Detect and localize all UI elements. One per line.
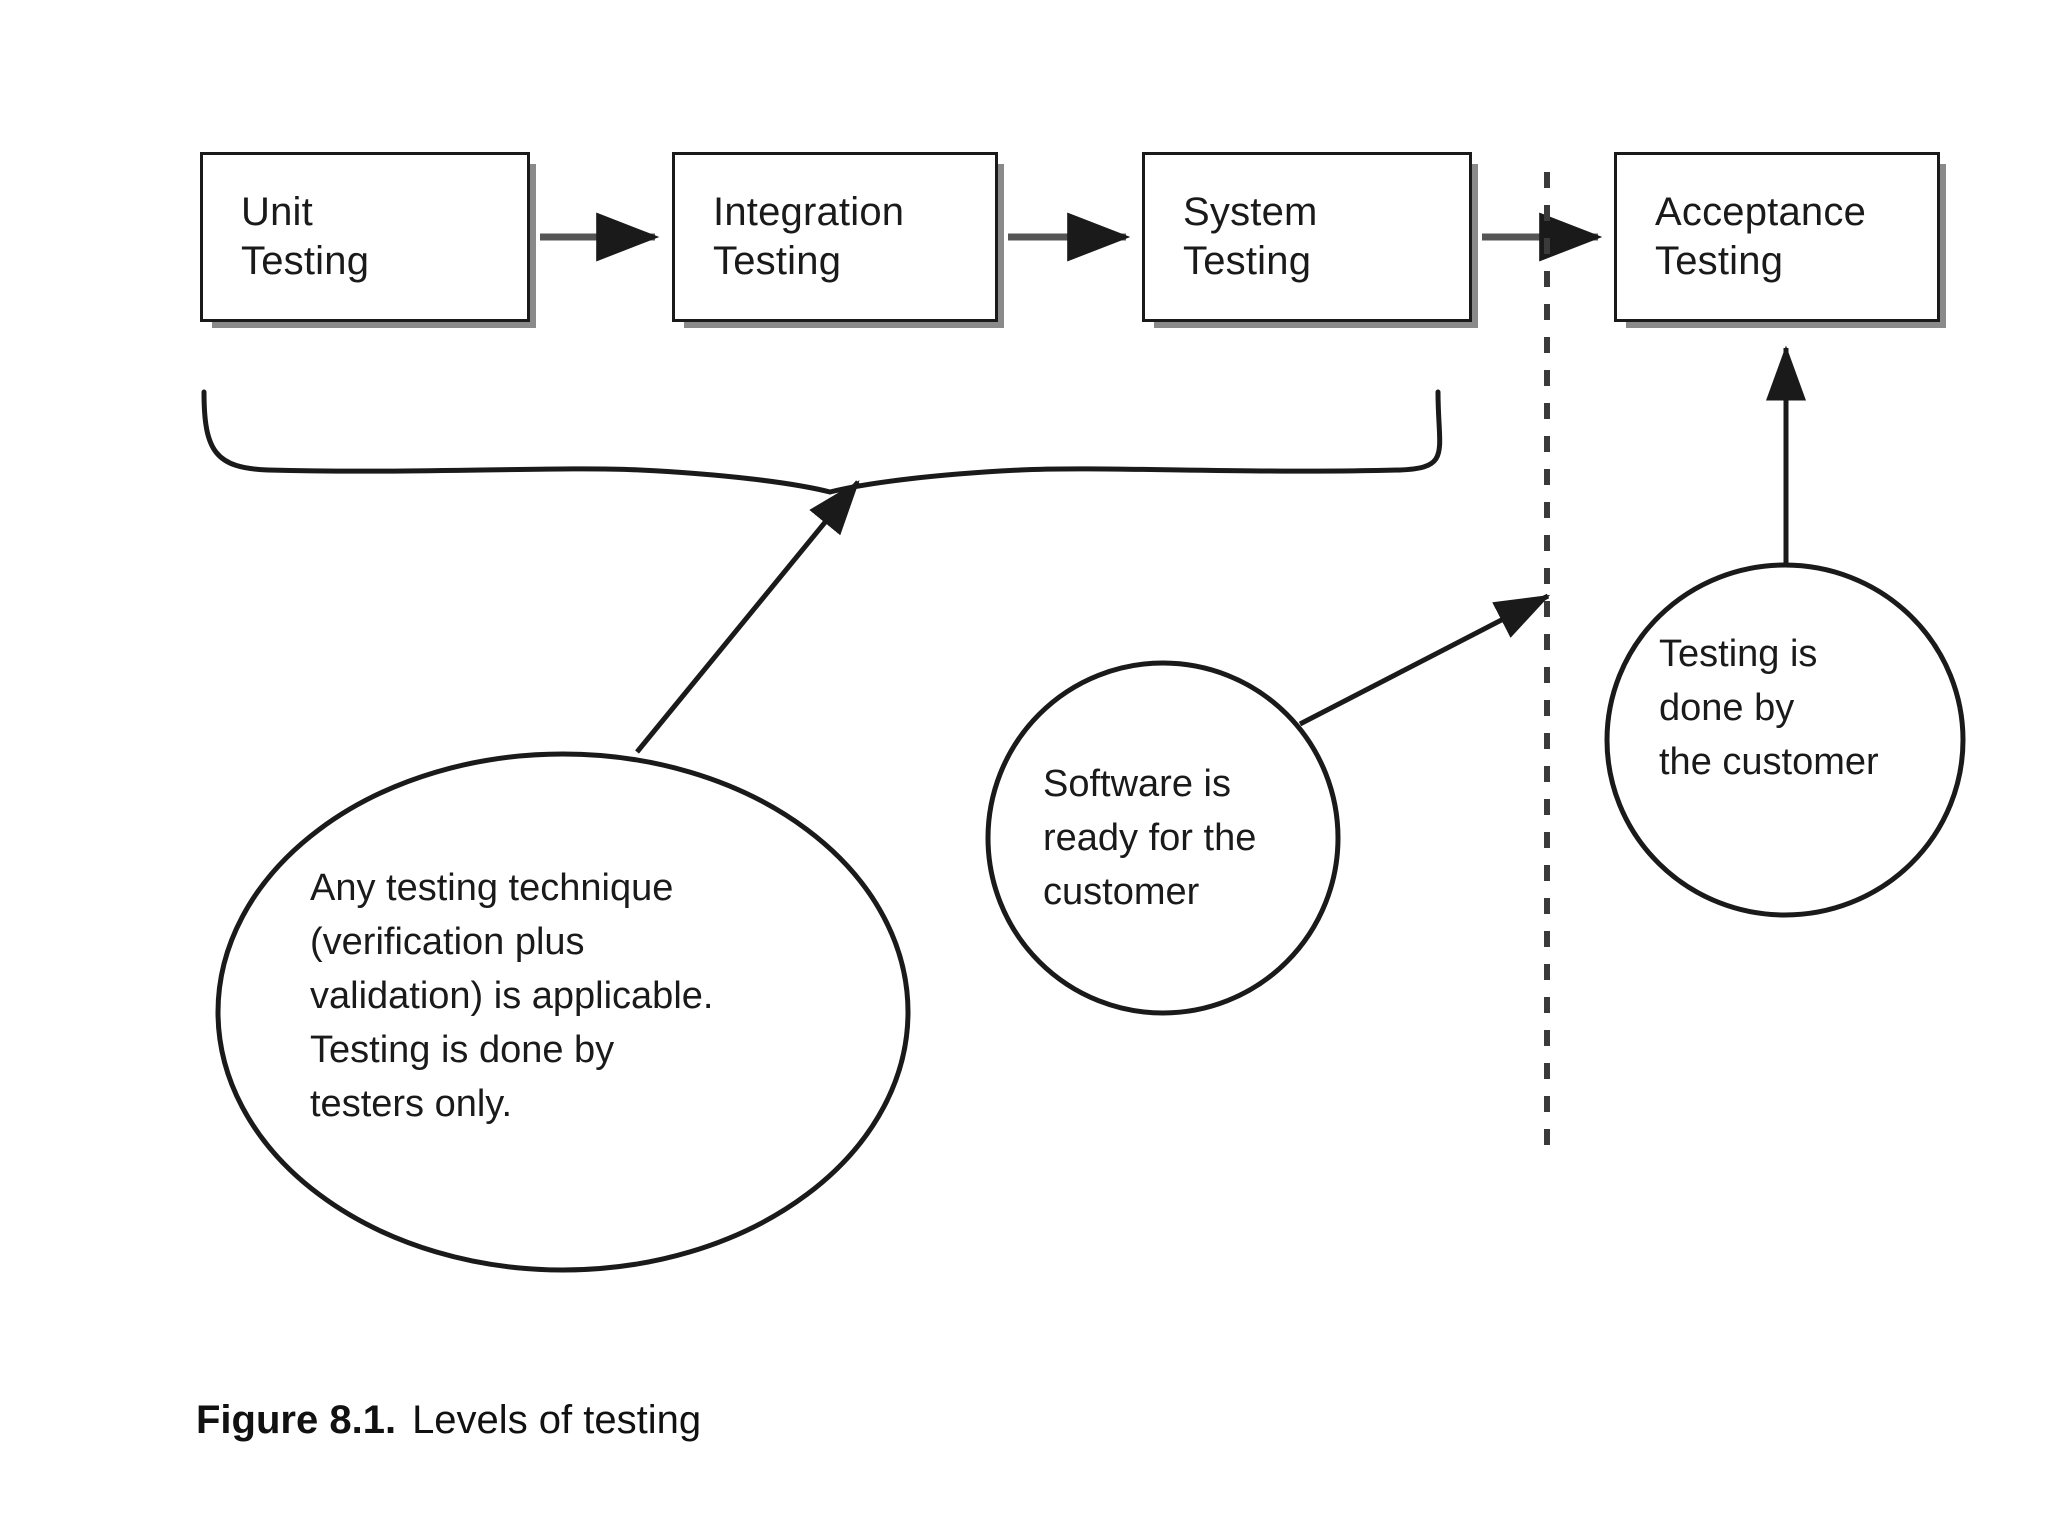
box-system-testing[interactable]: System Testing bbox=[1142, 152, 1472, 322]
connector-any-technique-to-brace bbox=[635, 480, 860, 754]
connector-software-ready-to-divider bbox=[1298, 593, 1551, 727]
box-unit-testing[interactable]: Unit Testing bbox=[200, 152, 530, 322]
box-integration-testing-label: Integration Testing bbox=[713, 190, 905, 283]
box-integration-testing[interactable]: Integration Testing bbox=[672, 152, 998, 322]
box-acceptance-testing[interactable]: Acceptance Testing bbox=[1614, 152, 1940, 322]
bubble-software-ready-outline bbox=[985, 660, 1341, 1016]
figure-caption-label: Figure 8.1. bbox=[196, 1398, 397, 1442]
bubble-any-technique-text: Any testing technique (verification plus… bbox=[310, 867, 714, 1125]
bubble-customer-tests-outline bbox=[1604, 562, 1966, 918]
figure-caption: Figure 8.1. Levels of testing bbox=[196, 1398, 701, 1443]
figure-caption-text: Levels of testing bbox=[412, 1398, 702, 1442]
box-system-testing-label: System Testing bbox=[1183, 190, 1318, 283]
bubble-software-ready-text: Software is ready for the customer bbox=[1043, 763, 1257, 913]
box-unit-testing-label: Unit Testing bbox=[241, 190, 370, 283]
curly-brace bbox=[201, 389, 1443, 495]
bubble-customer-tests-text: Testing is done by the customer bbox=[1659, 633, 1879, 783]
box-acceptance-testing-label: Acceptance Testing bbox=[1655, 190, 1867, 283]
bubble-any-technique-outline bbox=[215, 751, 911, 1273]
